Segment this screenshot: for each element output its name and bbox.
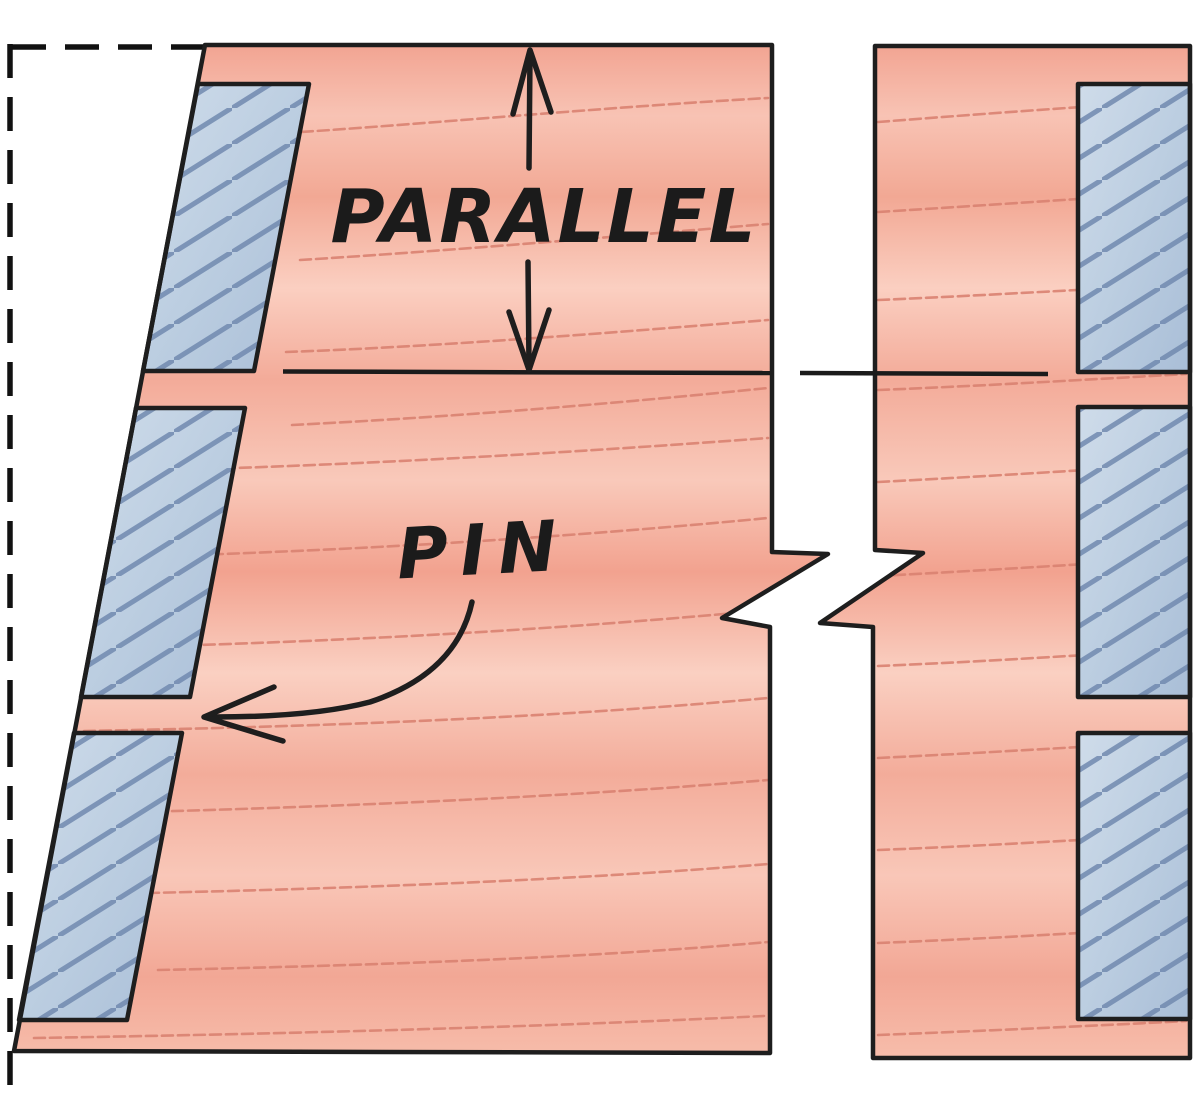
end-grain-socket-right-2	[1075, 404, 1193, 700]
board-left-outline-with-break	[11, 42, 831, 1056]
end-grain-socket-right-3	[1075, 730, 1193, 1022]
pin-label: PIN	[395, 505, 571, 596]
parallel-arrow-shaft-upper	[526, 51, 533, 171]
parallel-dimension: PARALLEL	[331, 47, 758, 373]
board-right-section	[817, 43, 1193, 1061]
pin-pointer-arrow	[211, 599, 475, 720]
board-left-wood-grain	[32, 96, 770, 1040]
parallel-arrowhead-down-icon	[506, 307, 552, 373]
board-right-wood-grain	[876, 98, 1190, 1037]
end-grain-socket-right-1	[1075, 81, 1193, 375]
board-right-outline-with-break	[817, 43, 1193, 1061]
board-left-section	[11, 42, 831, 1056]
parallel-arrowhead-up-icon	[510, 47, 554, 117]
end-grain-sockets-right	[1075, 81, 1193, 1022]
reference-guides	[7, 44, 203, 1086]
shoulder-baseline	[282, 369, 1049, 377]
parallel-label: PARALLEL	[331, 174, 758, 260]
pin-pointer-arrowhead-icon	[201, 684, 286, 744]
pin-callout: PIN	[201, 505, 571, 744]
parallel-arrow-shaft-lower	[525, 259, 532, 369]
